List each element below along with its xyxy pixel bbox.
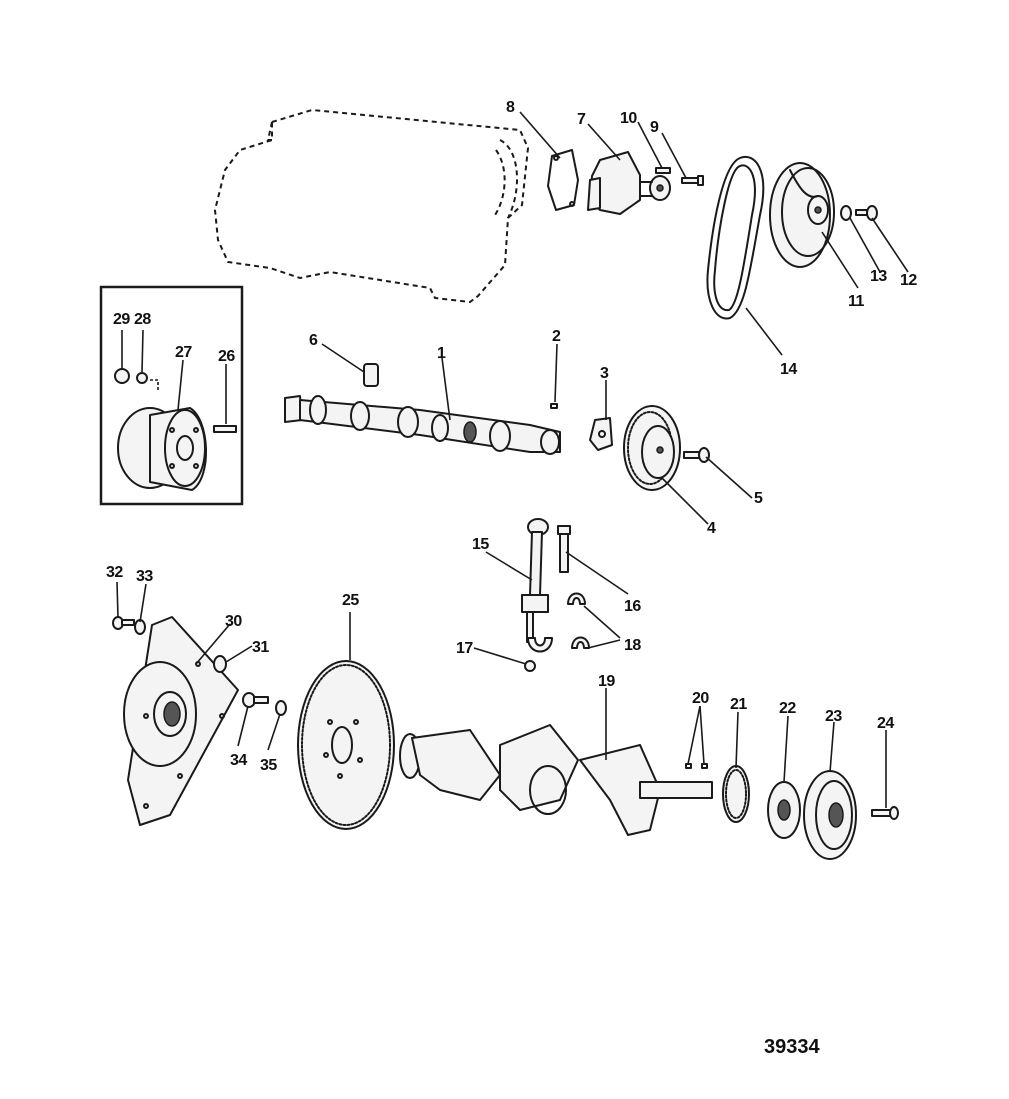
plug-31: [213, 655, 227, 673]
callout-label: 18: [624, 637, 641, 654]
callout-label: 34: [230, 752, 247, 769]
camshaft-gear-4: [623, 405, 681, 491]
callout-label: 30: [225, 613, 242, 630]
callout-label: 29: [113, 311, 130, 328]
callout-label: 10: [620, 110, 637, 127]
rod-bearing-18: [567, 592, 590, 649]
crank-gear-21: [722, 765, 750, 823]
callout-label: 8: [506, 99, 515, 116]
crank-spacer-22: [767, 781, 801, 839]
connecting-rod-15: [521, 518, 549, 643]
leader-lines: [116, 111, 909, 808]
callout-label: 12: [900, 272, 917, 289]
water-pump-gasket: [547, 149, 579, 211]
pulley-bolt-12: [855, 205, 878, 221]
camshaft: [284, 395, 561, 455]
water-pump-bolt-9: [681, 175, 704, 186]
engine-block-outline: [213, 108, 530, 304]
callout-label: 6: [309, 332, 318, 349]
key-2: [550, 403, 558, 409]
callout-label: 22: [779, 700, 796, 717]
rod-bolt-16: [557, 525, 571, 573]
callout-label: 15: [472, 536, 489, 553]
figure-number: 39334: [764, 1036, 820, 1058]
crankshaft: [399, 724, 713, 836]
bolt-34: [242, 692, 269, 708]
flywheel-housing-plate: [123, 616, 239, 826]
pulley-washer-13: [840, 205, 852, 221]
callout-label: 11: [848, 293, 865, 310]
pulley-bolt-24: [871, 806, 899, 820]
callout-label: 1: [437, 345, 446, 362]
callout-labels: 1 2 3 4 5 6 7 8 9 10 11 12 13 14 15 16 1…: [106, 99, 918, 774]
callout-label: 32: [106, 564, 123, 581]
crank-keys-20: [685, 763, 708, 769]
callout-label: 2: [552, 328, 561, 345]
callout-label: 19: [598, 673, 615, 690]
rod-nut-17: [524, 660, 536, 672]
washer-35: [275, 700, 287, 716]
callout-label: 31: [252, 639, 269, 656]
callout-label: 3: [600, 365, 609, 382]
callout-label: 23: [825, 708, 842, 725]
crank-pulley-23: [803, 770, 857, 860]
callout-label: 20: [692, 690, 709, 707]
callout-label: 35: [260, 757, 277, 774]
callout-label: 16: [624, 598, 641, 615]
water-pump-bolt-10: [655, 167, 671, 174]
gear-bolt-5: [683, 447, 710, 463]
callout-label: 5: [754, 490, 763, 507]
lifter-6: [363, 363, 379, 387]
callout-label: 28: [134, 311, 151, 328]
callout-label: 33: [136, 568, 153, 585]
callout-label: 25: [342, 592, 359, 609]
callout-label: 4: [707, 520, 716, 537]
bolt-32: [112, 616, 135, 630]
callout-label: 26: [218, 348, 235, 365]
callout-label: 17: [456, 640, 473, 657]
callout-label: 24: [877, 715, 894, 732]
thrust-plate-3: [589, 417, 613, 451]
callout-label: 14: [780, 361, 797, 378]
rod-cap: [527, 637, 553, 653]
callout-label: 27: [175, 344, 192, 361]
callout-label: 13: [870, 268, 887, 285]
drive-belt: [706, 155, 765, 320]
flywheel: [297, 660, 395, 830]
water-pump-pulley: [769, 162, 835, 268]
inset-box: [99, 285, 244, 506]
water-pump: [587, 151, 671, 215]
callout-label: 7: [577, 111, 586, 128]
callout-label: 21: [730, 696, 747, 713]
washer-33: [134, 619, 146, 635]
callout-label: 9: [650, 119, 659, 136]
